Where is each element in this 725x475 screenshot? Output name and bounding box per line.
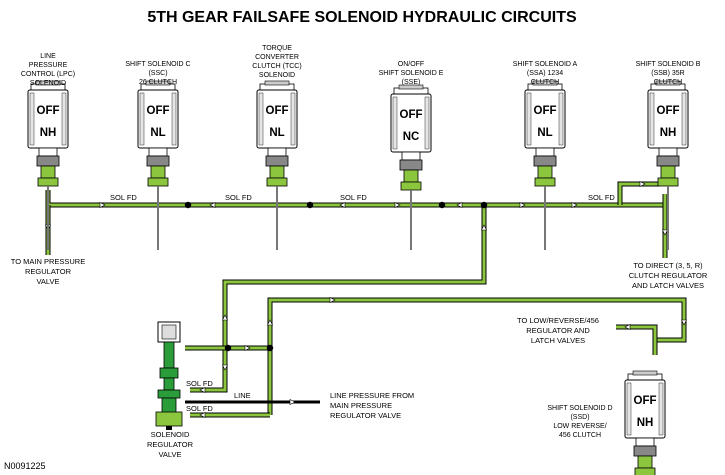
svg-text:REGULATOR AND: REGULATOR AND bbox=[526, 326, 590, 335]
solenoid-label-line: CLUTCH (TCC) bbox=[252, 63, 301, 70]
solenoid-state-top: OFF bbox=[147, 105, 170, 117]
solenoid-label-line: SHIFT SOLENOID E bbox=[379, 70, 444, 77]
solenoid-regulator-valve bbox=[155, 321, 183, 430]
solenoid-label-line: CONVERTER bbox=[255, 54, 299, 61]
label-solenoid-regulator: SOLENOID REGULATOR VALVE bbox=[147, 430, 194, 459]
svg-text:REGULATOR: REGULATOR bbox=[147, 440, 194, 449]
label-line-pressure-from: LINE PRESSURE FROM MAIN PRESSURE REGULAT… bbox=[330, 391, 414, 420]
solenoid-label-line: SHIFT SOLENOID C bbox=[125, 61, 190, 68]
svg-text:LINE PRESSURE FROM: LINE PRESSURE FROM bbox=[330, 391, 414, 400]
solenoid-state-top: OFF bbox=[266, 105, 289, 117]
solenoid-state-bottom: NC bbox=[403, 131, 420, 143]
page-title: 5TH GEAR FAILSAFE SOLENOID HYDRAULIC CIR… bbox=[147, 9, 577, 26]
solenoid-label-line: (SSD) bbox=[570, 414, 589, 421]
svg-text:LATCH VALVES: LATCH VALVES bbox=[531, 336, 585, 345]
solenoid-label-line: (SSE) bbox=[402, 79, 421, 86]
line-pressure-circuit bbox=[185, 399, 320, 405]
solenoid-label-line: 456 CLUTCH bbox=[559, 432, 601, 439]
svg-text:REGULATOR VALVE: REGULATOR VALVE bbox=[330, 411, 401, 420]
solenoid-state-bottom: NL bbox=[150, 127, 165, 139]
solenoid-label-line: (SSB) 35R bbox=[651, 70, 684, 77]
label-low-reverse: TO LOW/REVERSE/456 REGULATOR AND LATCH V… bbox=[517, 316, 599, 345]
sol-fd-label: SOL FD bbox=[110, 193, 137, 202]
solenoid-label-line: SHIFT SOLENOID B bbox=[636, 61, 701, 68]
solenoid-label-line: SOLENOID bbox=[30, 80, 66, 87]
svg-text:AND LATCH VALVES: AND LATCH VALVES bbox=[632, 281, 704, 290]
sol-fd-circuit bbox=[45, 181, 687, 418]
svg-text:TO MAIN PRESSURE: TO MAIN PRESSURE bbox=[11, 257, 85, 266]
solenoid-4: OFF NC ON/OFF SHIFT SOLENOID E (SSE) bbox=[379, 61, 444, 250]
solenoid-state-bottom: NH bbox=[40, 127, 57, 139]
label-direct-clutch: TO DIRECT (3, 5, R) CLUTCH REGULATOR AND… bbox=[629, 261, 708, 290]
solenoid-label-line: LINE bbox=[40, 53, 56, 60]
sol-fd-label: SOL FD bbox=[186, 404, 213, 413]
solenoid-label-line: CONTROL (LPC) bbox=[21, 71, 75, 78]
label-main-regulator: TO MAIN PRESSURE REGULATOR VALVE bbox=[11, 257, 85, 286]
solenoid-state-top: OFF bbox=[400, 109, 423, 121]
solenoid-label-line: (SSC) bbox=[148, 70, 167, 77]
solenoid-label-line: 26 CLUTCH bbox=[139, 79, 177, 86]
solenoid-2: OFF NL SHIFT SOLENOID C (SSC) 26 CLUTCH bbox=[125, 61, 191, 250]
solenoid-label-line: SHIFT SOLENOID D bbox=[547, 405, 612, 412]
figure-code: N0091225 bbox=[4, 461, 46, 471]
solenoid-label-line: SHIFT SOLENOID A bbox=[513, 61, 578, 68]
sol-fd-label: SOL FD bbox=[588, 193, 615, 202]
sol-fd-label: SOL FD bbox=[186, 379, 213, 388]
solenoid-label-line: CLUTCH bbox=[654, 79, 682, 86]
solenoid-label-line: TORQUE bbox=[262, 45, 292, 52]
svg-text:TO LOW/REVERSE/456: TO LOW/REVERSE/456 bbox=[517, 316, 599, 325]
solenoid-state-bottom: NH bbox=[660, 127, 677, 139]
sol-fd-label: SOL FD bbox=[225, 193, 252, 202]
line-label: LINE bbox=[234, 391, 251, 400]
solenoid-label-line: LOW REVERSE/ bbox=[553, 423, 606, 430]
solenoid-label-line: SOLENOID bbox=[259, 72, 295, 79]
solenoid-label-line: CLUTCH bbox=[531, 79, 559, 86]
solenoid-state-bottom: NL bbox=[537, 127, 552, 139]
solenoid-1: OFF NH LINE PRESSURE CONTROL (LPC) SOLENOID bbox=[21, 53, 75, 250]
svg-text:REGULATOR: REGULATOR bbox=[25, 267, 72, 276]
solenoid-label-line: (SSA) 1234 bbox=[527, 70, 563, 77]
svg-text:MAIN PRESSURE: MAIN PRESSURE bbox=[330, 401, 392, 410]
solenoid-6: OFF NH SHIFT SOLENOID B (SSB) 35R CLUTCH bbox=[636, 61, 701, 250]
svg-text:SOLENOID: SOLENOID bbox=[151, 430, 190, 439]
junction-dots bbox=[184, 201, 488, 352]
svg-text:VALVE: VALVE bbox=[158, 450, 181, 459]
solenoid-state-top: OFF bbox=[634, 395, 657, 407]
solenoid-state-top: OFF bbox=[534, 105, 557, 117]
solenoid-state-bottom: NH bbox=[637, 417, 654, 429]
solenoid-label-line: PRESSURE bbox=[29, 62, 68, 69]
solenoid-state-top: OFF bbox=[37, 105, 60, 117]
solenoid-label-line: ON/OFF bbox=[398, 61, 424, 68]
svg-text:VALVE: VALVE bbox=[36, 277, 59, 286]
solenoid-3: OFF NL TORQUE CONVERTER CLUTCH (TCC) SOLENOID bbox=[252, 45, 302, 250]
solenoid-7: OFF NH SHIFT SOLENOID D (SSD) LOW REVERSE/45… bbox=[547, 370, 666, 475]
svg-text:CLUTCH REGULATOR: CLUTCH REGULATOR bbox=[629, 271, 708, 280]
svg-text:TO DIRECT (3, 5, R): TO DIRECT (3, 5, R) bbox=[633, 261, 703, 270]
solenoid-state-bottom: NL bbox=[269, 127, 284, 139]
sol-fd-label: SOL FD bbox=[340, 193, 367, 202]
solenoid-state-top: OFF bbox=[657, 105, 680, 117]
